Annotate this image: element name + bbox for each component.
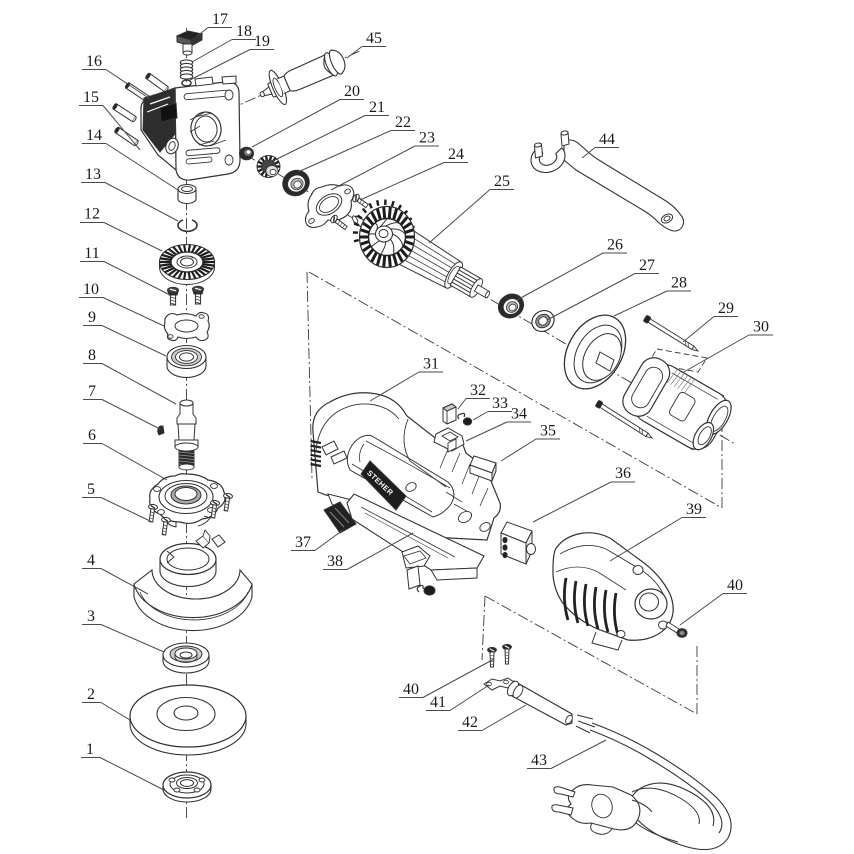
svg-text:25: 25 (494, 173, 510, 190)
svg-text:42: 42 (462, 714, 478, 731)
svg-text:41: 41 (430, 694, 446, 711)
svg-text:7: 7 (88, 383, 96, 400)
svg-text:9: 9 (88, 309, 96, 326)
svg-text:18: 18 (236, 23, 252, 40)
svg-text:19: 19 (254, 33, 270, 50)
svg-text:13: 13 (85, 166, 101, 183)
svg-text:14: 14 (86, 127, 102, 144)
svg-text:21: 21 (369, 99, 385, 116)
svg-text:12: 12 (84, 206, 100, 223)
svg-text:20: 20 (344, 83, 360, 100)
svg-text:39: 39 (686, 501, 702, 518)
svg-text:16: 16 (86, 53, 102, 70)
svg-text:5: 5 (87, 481, 95, 498)
svg-text:27: 27 (639, 257, 655, 274)
svg-text:26: 26 (607, 237, 623, 254)
svg-text:17: 17 (212, 11, 228, 28)
svg-text:4: 4 (87, 552, 95, 569)
svg-text:28: 28 (671, 275, 687, 292)
svg-text:40: 40 (727, 577, 743, 594)
svg-text:32: 32 (470, 382, 486, 399)
svg-text:38: 38 (327, 553, 343, 570)
svg-text:15: 15 (83, 89, 99, 106)
svg-text:40: 40 (403, 681, 419, 698)
svg-text:8: 8 (88, 347, 96, 364)
svg-text:24: 24 (448, 146, 464, 163)
svg-text:10: 10 (83, 281, 99, 298)
svg-text:43: 43 (531, 752, 547, 769)
svg-text:37: 37 (295, 534, 311, 551)
svg-text:36: 36 (615, 465, 631, 482)
svg-text:33: 33 (492, 395, 508, 412)
svg-text:23: 23 (419, 130, 435, 147)
svg-text:11: 11 (84, 245, 99, 262)
svg-text:34: 34 (511, 406, 527, 423)
svg-text:3: 3 (87, 608, 95, 625)
svg-text:44: 44 (599, 131, 615, 148)
svg-text:29: 29 (718, 300, 734, 317)
svg-text:45: 45 (366, 30, 382, 47)
svg-text:31: 31 (423, 356, 439, 373)
svg-text:22: 22 (395, 114, 411, 131)
svg-text:2: 2 (87, 686, 95, 703)
svg-text:6: 6 (88, 427, 96, 444)
svg-text:30: 30 (753, 319, 769, 336)
svg-text:35: 35 (540, 423, 556, 440)
svg-text:1: 1 (86, 741, 94, 758)
